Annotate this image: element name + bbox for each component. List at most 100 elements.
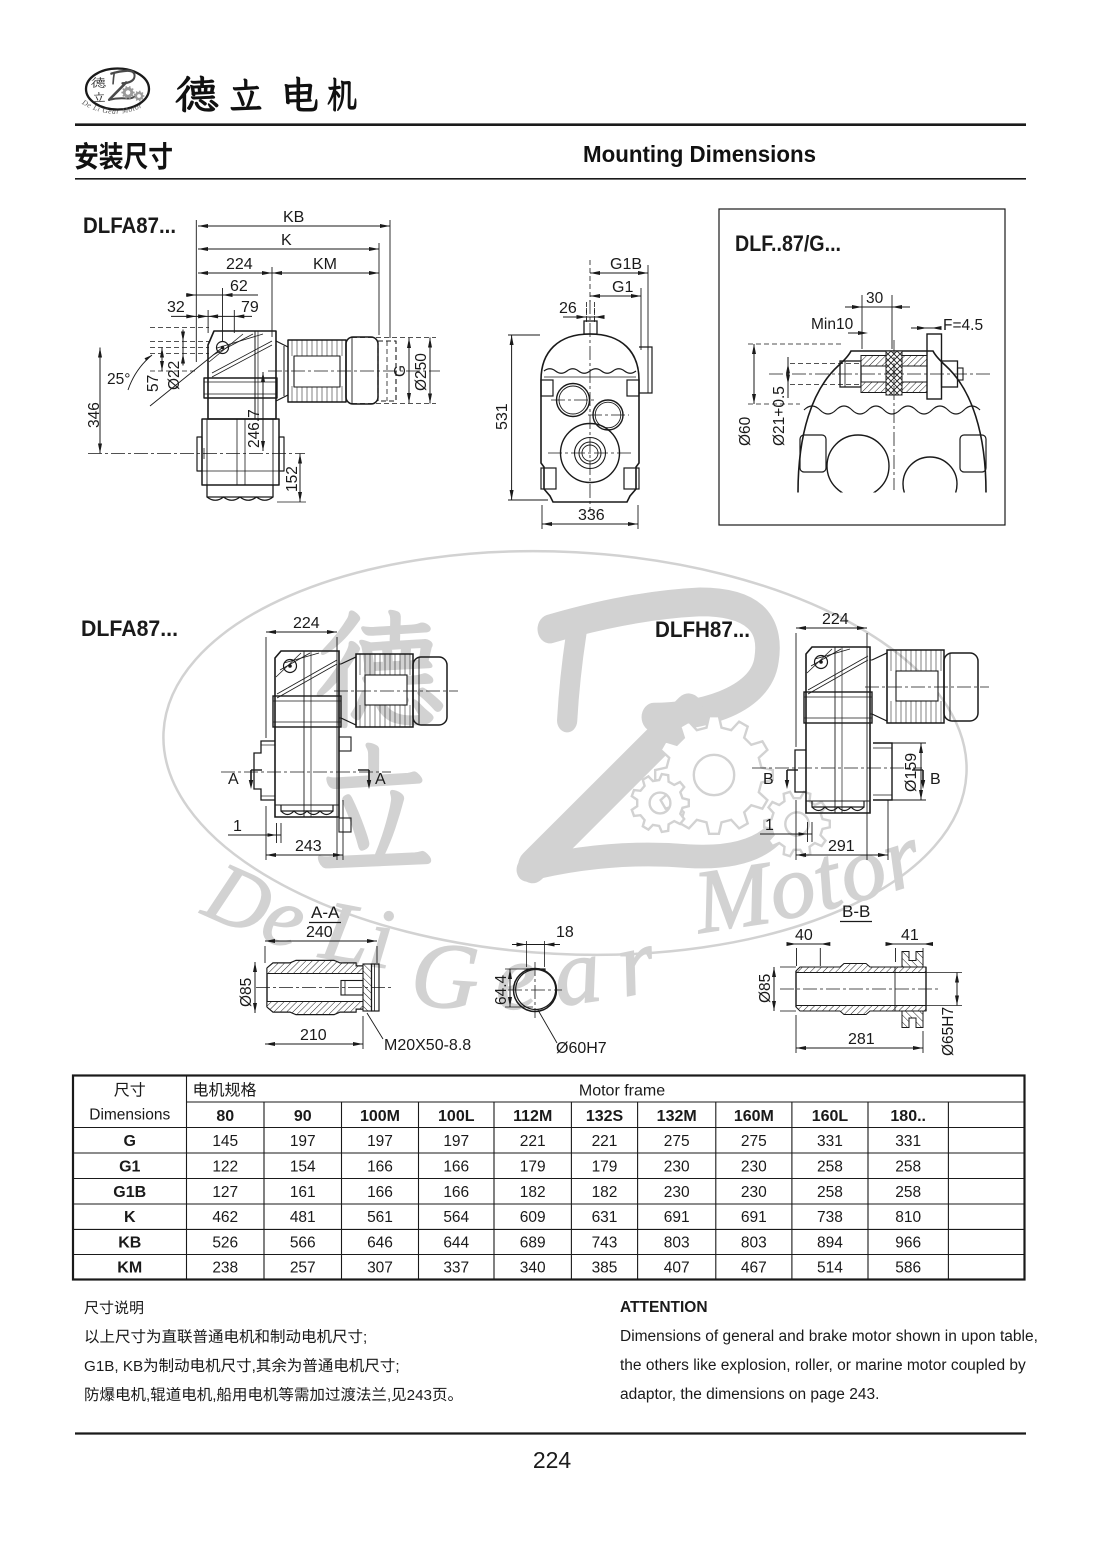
svg-text:179: 179 [520,1158,546,1175]
svg-text:100L: 100L [438,1108,475,1125]
svg-text:79: 79 [241,299,259,316]
svg-text:Motor frame: Motor frame [579,1083,665,1100]
svg-text:407: 407 [664,1260,690,1277]
svg-text:230: 230 [741,1184,767,1201]
svg-text:257: 257 [290,1260,316,1277]
svg-text:531: 531 [494,403,511,430]
svg-text:221: 221 [520,1133,546,1150]
svg-text:KB: KB [118,1234,141,1251]
svg-text:238: 238 [212,1260,238,1277]
svg-text:DLFH87...: DLFH87... [655,617,750,642]
svg-text:Ø159: Ø159 [903,753,920,792]
svg-text:179: 179 [592,1158,618,1175]
svg-text:566: 566 [290,1234,316,1251]
svg-text:DLF..87/G...: DLF..87/G... [735,231,841,256]
svg-text:467: 467 [741,1260,767,1277]
svg-text:738: 738 [817,1209,843,1226]
svg-text:291: 291 [828,838,855,855]
svg-text:258: 258 [817,1184,843,1201]
svg-text:,: , [387,1387,391,1404]
svg-text:Mounting Dimensions: Mounting Dimensions [583,141,816,167]
svg-text:ATTENTION: ATTENTION [620,1299,708,1316]
svg-text:340: 340 [520,1260,546,1277]
svg-text:803: 803 [741,1234,767,1251]
svg-text:631: 631 [592,1209,618,1226]
svg-text:64.4: 64.4 [493,974,510,1005]
svg-text:DLFA87...: DLFA87... [83,213,176,238]
svg-text:166: 166 [367,1158,393,1175]
svg-text:,: , [252,1358,256,1375]
svg-text:G1B: G1B [610,256,642,273]
svg-text:689: 689 [520,1234,546,1251]
svg-text:243: 243 [407,1387,432,1404]
svg-text:166: 166 [367,1184,393,1201]
svg-text:,: , [146,1387,150,1404]
svg-text:336: 336 [578,507,605,524]
svg-text:894: 894 [817,1234,843,1251]
svg-text:41: 41 [901,927,919,944]
svg-text:514: 514 [817,1260,843,1277]
svg-text:160L: 160L [812,1108,849,1125]
svg-text:the others like explosion, rol: the others like explosion, roller, or ma… [620,1357,1026,1374]
svg-text:Ø22: Ø22 [166,361,183,390]
svg-text:A: A [228,771,239,788]
svg-text:Ø85: Ø85 [238,978,255,1007]
svg-text:561: 561 [367,1209,393,1226]
svg-text:A-A: A-A [311,903,340,922]
svg-text:258: 258 [895,1184,921,1201]
svg-text:210: 210 [300,1027,327,1044]
svg-text:30: 30 [866,290,884,307]
svg-text:197: 197 [443,1133,469,1150]
svg-text:197: 197 [367,1133,393,1150]
svg-text:Min10: Min10 [811,316,854,333]
svg-text:160M: 160M [734,1108,774,1125]
svg-text:230: 230 [741,1158,767,1175]
svg-text:152: 152 [284,466,301,492]
svg-text:M20X50-8.8: M20X50-8.8 [384,1037,471,1054]
svg-text:644: 644 [443,1234,469,1251]
svg-text:K: K [281,232,292,249]
svg-text:1: 1 [765,817,774,834]
svg-text:182: 182 [592,1184,618,1201]
svg-text:230: 230 [664,1184,690,1201]
svg-text:90: 90 [294,1108,312,1125]
svg-text:646: 646 [367,1234,393,1251]
svg-text:Ø60: Ø60 [737,416,754,446]
svg-text:25°: 25° [107,371,130,388]
svg-text:224: 224 [533,1447,572,1473]
svg-text:182: 182 [520,1184,546,1201]
svg-text:145: 145 [212,1133,238,1150]
svg-text:B: B [763,771,774,788]
svg-text:166: 166 [443,1184,469,1201]
svg-text:691: 691 [741,1209,767,1226]
svg-text:Dimensions of general and brak: Dimensions of general and brake motor sh… [620,1328,1038,1345]
svg-text:G1: G1 [119,1158,140,1175]
svg-text:Ø250: Ø250 [413,353,430,391]
svg-text:691: 691 [664,1209,690,1226]
svg-text:258: 258 [817,1158,843,1175]
svg-text:26: 26 [559,300,577,317]
svg-text:564: 564 [443,1209,469,1226]
svg-text:G1: G1 [612,279,633,296]
svg-text:KM: KM [313,256,337,273]
svg-text:154: 154 [290,1158,316,1175]
svg-text:Dimensions: Dimensions [89,1107,170,1124]
svg-text:803: 803 [664,1234,690,1251]
svg-text:80: 80 [216,1108,234,1125]
svg-text:197: 197 [290,1133,316,1150]
svg-text:Ø60H7: Ø60H7 [556,1040,607,1057]
svg-text:609: 609 [520,1209,546,1226]
svg-text:337: 337 [443,1260,469,1277]
svg-text:Ø85: Ø85 [757,974,774,1003]
svg-text:243: 243 [295,838,322,855]
svg-text:481: 481 [290,1209,316,1226]
svg-text:Gear: Gear [408,905,683,1032]
svg-text:166: 166 [443,1158,469,1175]
svg-text:1: 1 [233,818,242,835]
svg-text:62: 62 [230,278,248,295]
svg-text:18: 18 [556,924,574,941]
svg-text:224: 224 [293,615,320,632]
svg-text:127: 127 [212,1184,238,1201]
svg-text:966: 966 [895,1234,921,1251]
svg-text:462: 462 [212,1209,238,1226]
